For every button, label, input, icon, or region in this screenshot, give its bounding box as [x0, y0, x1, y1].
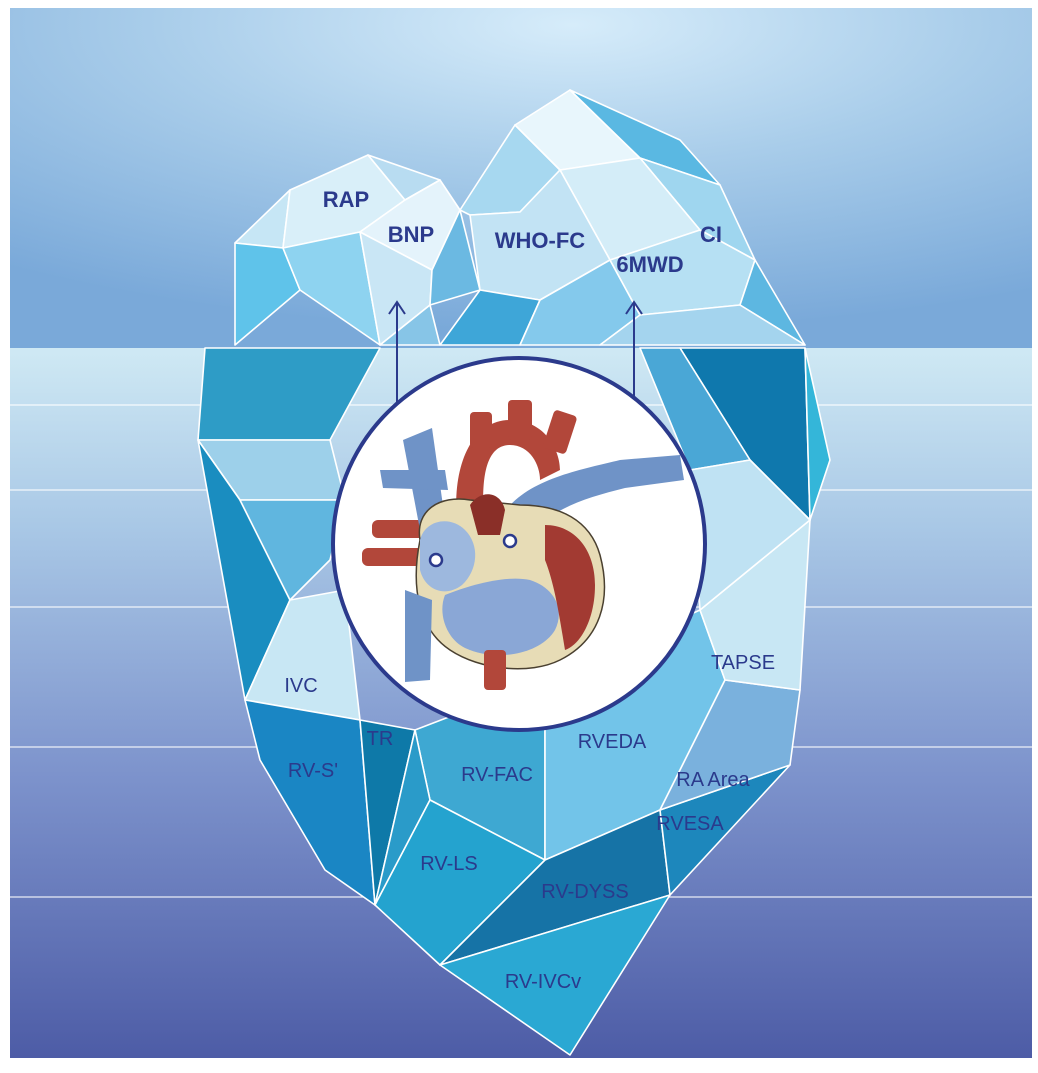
label-bnp: BNP [388, 222, 434, 247]
valve-marker-tricuspid [430, 554, 442, 566]
label-ivc: IVC [284, 675, 317, 697]
label-rvesa: RVESA [656, 813, 724, 835]
label-rv-s: RV-S' [288, 760, 338, 782]
valve-marker-pulmonary [504, 535, 516, 547]
label-ra-area: RA Area [676, 769, 750, 791]
label-rv-ivcv: RV-IVCv [505, 971, 581, 993]
label-tapse: TAPSE [711, 652, 775, 674]
label-rap: RAP [323, 187, 369, 212]
label-rv-fac: RV-FAC [461, 764, 533, 786]
label-6mwd: 6MWD [616, 252, 683, 277]
label-rv-dyss: RV-DYSS [541, 881, 628, 903]
label-rveda: RVEDA [578, 731, 647, 753]
label-rv-ls: RV-LS [420, 853, 477, 875]
label-ci: CI [700, 222, 722, 247]
label-tr: TR [367, 728, 394, 750]
label-who-fc: WHO-FC [495, 228, 586, 253]
